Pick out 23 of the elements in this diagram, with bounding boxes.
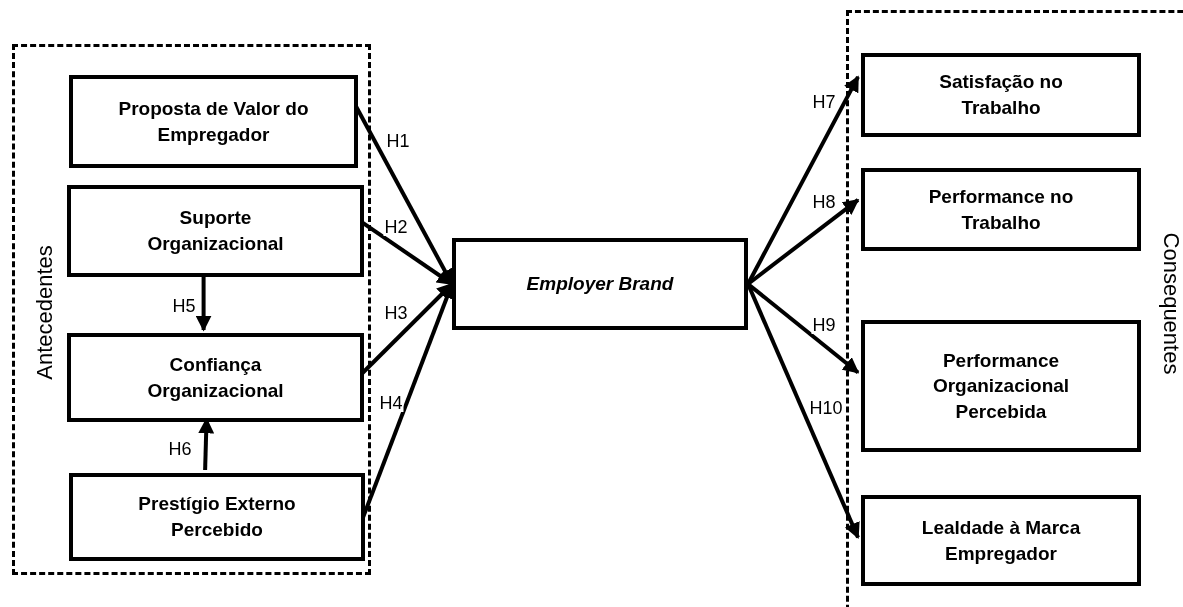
edge-label: H6 (167, 440, 193, 458)
concept-box: Confiança Organizacional (67, 333, 364, 422)
edge-label: H9 (811, 316, 837, 334)
concept-box: Performance Organizacional Percebida (861, 320, 1141, 452)
dashed-group-frame (12, 44, 371, 575)
concept-box: Proposta de Valor do Empregador (69, 75, 358, 168)
edge-label: H3 (383, 304, 409, 322)
concept-box: Suporte Organizacional (67, 185, 364, 277)
group-label: Antecedentes (30, 245, 58, 380)
edge-label: H10 (808, 399, 844, 417)
edge-label: H8 (811, 193, 837, 211)
edge-label: H1 (385, 132, 411, 150)
edge-label: H4 (378, 394, 404, 412)
edge-label: H5 (171, 297, 197, 315)
edge-label: H7 (811, 93, 837, 111)
concept-box: Performance no Trabalho (861, 168, 1141, 251)
concept-box: Satisfação no Trabalho (861, 53, 1141, 137)
concept-box: Employer Brand (452, 238, 748, 330)
dashed-group-frame (846, 10, 1183, 607)
group-label: Consequentes (1158, 232, 1183, 374)
concept-box: Lealdade à Marca Empregador (861, 495, 1141, 586)
edge-label: H2 (383, 218, 409, 236)
concept-box: Prestígio Externo Percebido (69, 473, 365, 561)
